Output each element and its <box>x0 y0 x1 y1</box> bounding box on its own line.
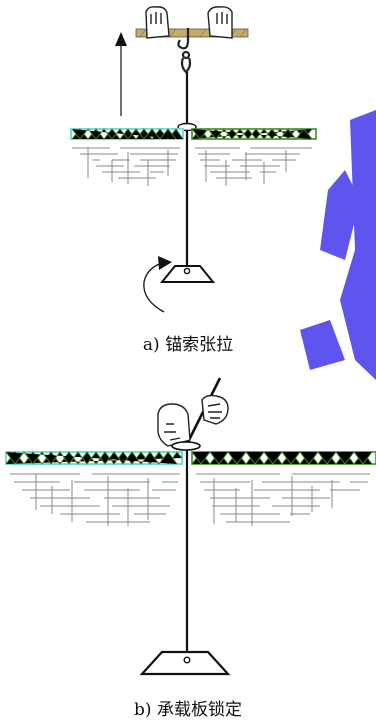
hand-icon <box>157 394 229 447</box>
anchor-plate-icon <box>139 650 231 676</box>
grass-layer-b <box>5 451 376 465</box>
soil-layer-a <box>72 147 312 186</box>
rotate-arrow-icon <box>143 256 172 313</box>
anchor-plate-icon <box>159 265 216 283</box>
caption-panel-b: b) 承载板锁定 <box>134 700 242 720</box>
watermark-logo <box>300 110 376 380</box>
soil-layer-b <box>10 473 370 526</box>
grass-layer-a <box>70 128 317 140</box>
panel-a <box>70 6 317 313</box>
hand-icon <box>145 6 233 39</box>
pull-bar <box>135 28 249 38</box>
up-arrow-icon <box>115 32 127 116</box>
panel-b <box>5 377 376 676</box>
bearing-plate-b <box>171 441 201 451</box>
caption-panel-a: a) 锚索张拉 <box>142 335 234 355</box>
